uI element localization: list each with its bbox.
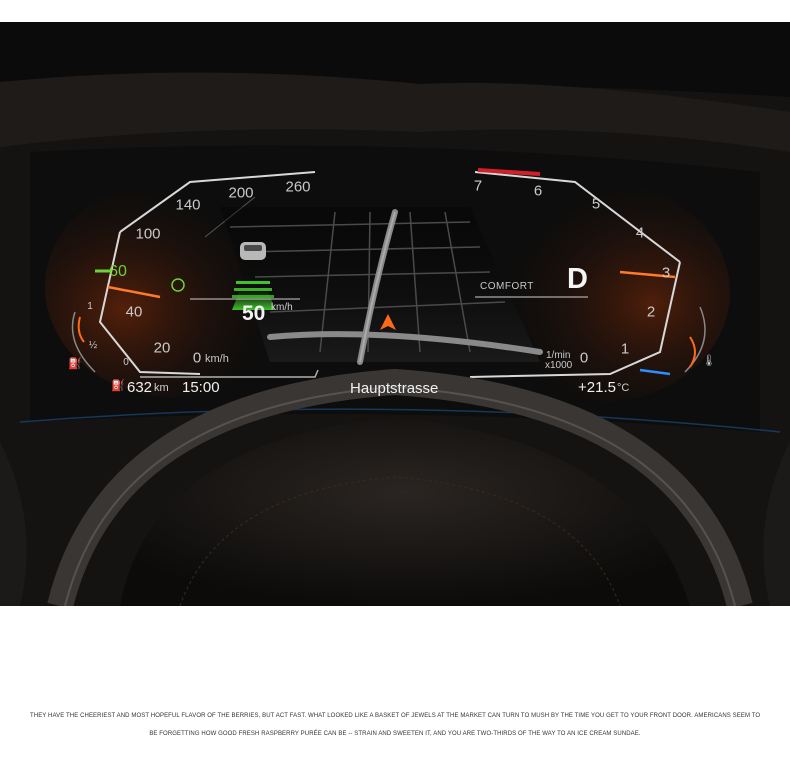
rpm-unit-line2: x1000	[545, 360, 573, 371]
set-speed: 50	[242, 302, 266, 325]
street-name: Hauptstrasse	[350, 380, 439, 397]
rpm-unit-line1: 1/min	[546, 350, 571, 361]
speed-tick-140: 140	[175, 196, 201, 214]
dashboard-illustration	[0, 72, 790, 606]
rpm-tick-0: 0	[579, 349, 589, 367]
caption-line-1: THEY HAVE THE CHEERIEST AND MOST HOPEFUL…	[30, 713, 761, 719]
rpm-tick-2: 2	[646, 303, 656, 321]
outside-temperature: +21.5	[578, 379, 616, 396]
speed-tick-60: 60	[109, 263, 127, 280]
fuel-half-label: ½	[88, 340, 98, 351]
rpm-tick-1: 1	[620, 340, 630, 358]
speed-tick-40: 40	[125, 303, 143, 321]
speed-tick-20: 20	[153, 339, 171, 357]
coolant-temp-icon: 🌡	[702, 355, 716, 367]
speed-tick-200: 200	[228, 184, 254, 202]
caption-line-2: BE FORGETTING HOW GOOD FRESH RASPBERRY P…	[149, 731, 641, 737]
speed-unit: km/h	[205, 353, 229, 365]
drive-mode-label: COMFORT	[480, 281, 534, 292]
dashboard-photo: 0 20 40 60 100 140 200 260 km/h 50 km/h …	[0, 22, 790, 606]
rpm-tick-3: 3	[661, 264, 671, 282]
range-fuel-icon: ⛽	[111, 380, 125, 392]
rpm-tick-5: 5	[591, 195, 601, 213]
fuel-empty-label: 0	[123, 357, 129, 368]
rpm-tick-7: 7	[473, 177, 483, 195]
speed-tick-100: 100	[135, 225, 161, 243]
fuel-pump-icon: ⛽	[68, 358, 82, 370]
rpm-tick-4: 4	[635, 224, 645, 242]
fuel-full-label: 1	[87, 301, 93, 312]
speed-tick-260: 260	[285, 178, 311, 196]
rpm-tick-6: 6	[533, 182, 543, 200]
gear-indicator: D	[567, 263, 588, 295]
temperature-unit: °C	[617, 382, 630, 394]
clock: 15:00	[182, 379, 220, 396]
range-unit: km	[154, 382, 169, 394]
speed-tick-0: 0	[192, 349, 202, 367]
range-value: 632	[127, 379, 153, 396]
set-speed-unit: km/h	[271, 302, 293, 313]
